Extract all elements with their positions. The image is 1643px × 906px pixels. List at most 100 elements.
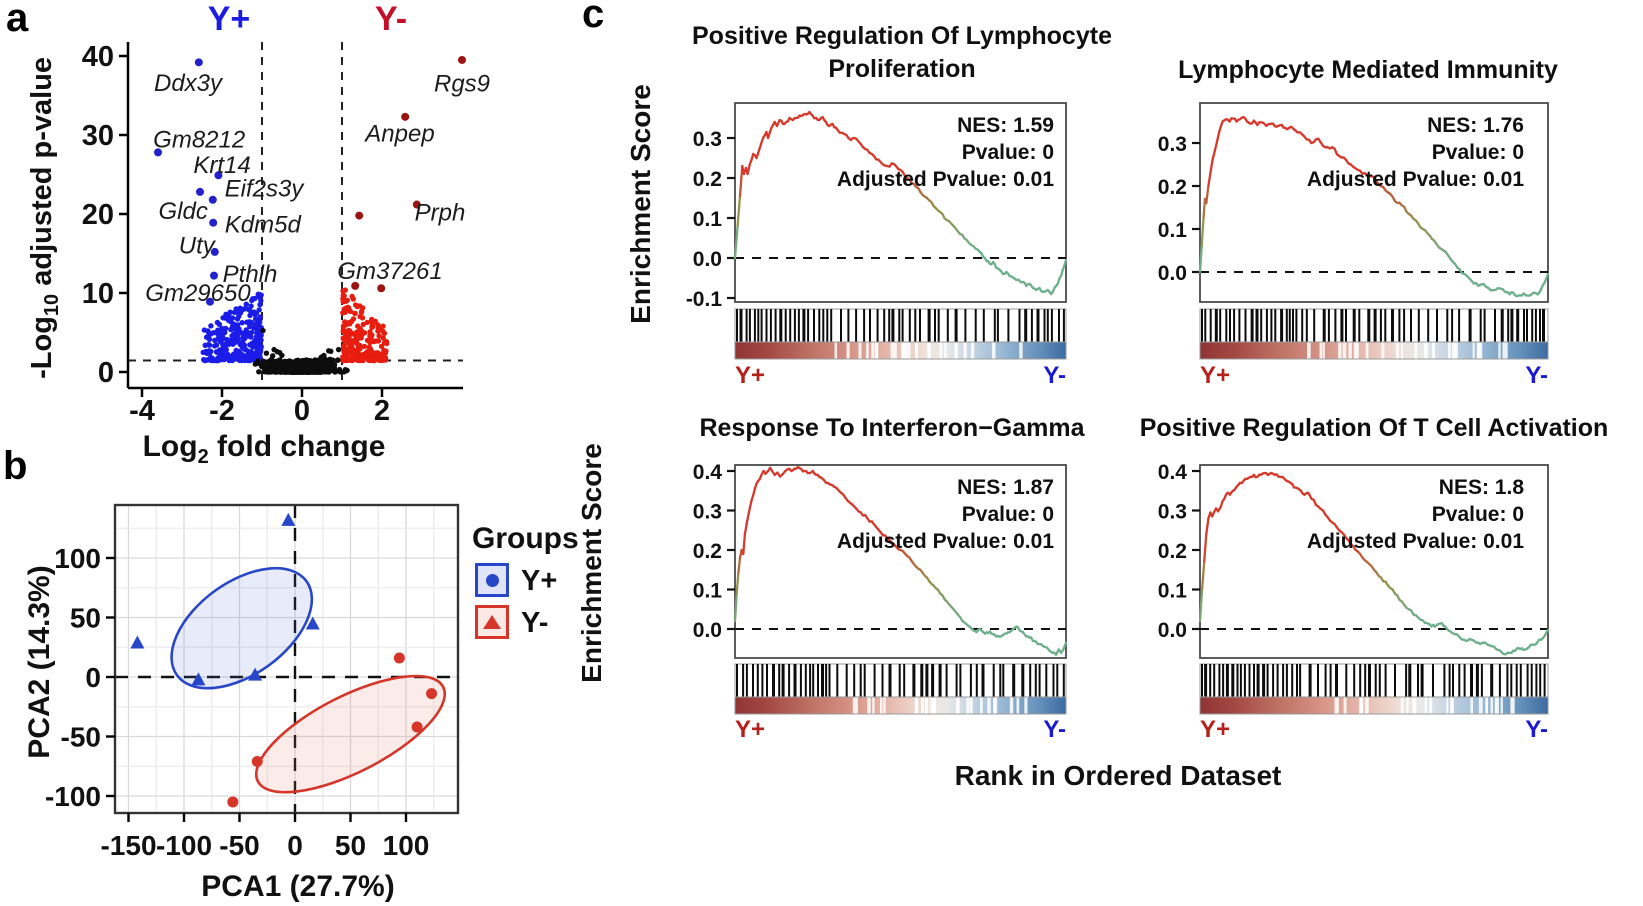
gsea-y-tick: 0.3 [1158, 133, 1187, 156]
labeled-gene-point [194, 58, 203, 67]
pvalue: Pvalue: 0 [961, 503, 1054, 526]
gsea-y-tick: 0.0 [1158, 619, 1187, 642]
labeled-gene-point [154, 148, 162, 157]
labeled-gene-point [209, 218, 218, 227]
pca-y-tick: -50 [61, 722, 101, 753]
pca-legend-title: Groups [472, 522, 579, 555]
volcano-y-label-sub: 10 [40, 293, 63, 317]
pca-x-axis-label: PCA1 (27.7%) [201, 870, 395, 903]
gsea-y-tick: -0.1 [686, 288, 723, 311]
pca-legend-swatch-y-plus [475, 563, 509, 597]
gsea-plot-3: 0.40.30.20.10.0 [693, 461, 1068, 715]
gene-label: Gm8212 [153, 127, 245, 154]
volcano-x-label-post: fold change [208, 430, 386, 463]
labeled-gene-point [458, 55, 466, 64]
pca-x-tick: 50 [335, 830, 366, 861]
gene-label: Anpep [363, 120, 434, 147]
pca-legend-label-y-minus: Y- [521, 607, 549, 639]
labeled-gene-point [208, 195, 217, 204]
gsea-stats-3: NES: 1.87 Pvalue: 0 Adjusted Pvalue: 0.0… [754, 474, 1054, 555]
gsea-title-1-line2: Proliferation [828, 55, 976, 83]
gsea1-right-label: Y- [1043, 362, 1066, 389]
pca-y-tick: 100 [54, 543, 101, 574]
gsea-y-tick: 0.0 [693, 248, 722, 271]
rank-metric-gradient [735, 342, 1066, 359]
rank-metric-gradient [1200, 697, 1548, 714]
pca-legend-label-y-plus: Y+ [521, 565, 558, 597]
volcano-y-tick: 10 [82, 278, 114, 310]
volcano-title-y-minus: Y- [374, 0, 408, 38]
volcano-x-axis-label: Log2 fold change [114, 430, 414, 469]
gsea-plot-2: 0.30.20.10.0 [1158, 102, 1550, 360]
gsea-barcode [734, 663, 1067, 715]
gsea-plot-4: 0.40.30.20.10.0 [1158, 461, 1550, 715]
volcano-x-tick: 2 [374, 395, 390, 427]
panel-a-letter: a [6, 0, 29, 40]
pca-points-Y- [227, 652, 438, 808]
nes-value: NES: 1.76 [1427, 114, 1524, 137]
volcano-x-label-sub: 2 [197, 446, 209, 468]
labeled-gene-point [412, 200, 421, 209]
labeled-gene-point [210, 247, 219, 256]
enrichment-curve [1198, 471, 1550, 656]
gsea-barcode [1199, 663, 1549, 715]
gene-label: Gldc [159, 198, 208, 225]
nes-value: NES: 1.8 [1438, 476, 1524, 499]
gsea-title-1-line1: Positive Regulation Of Lymphocyte [692, 22, 1112, 50]
pvalue: Pvalue: 0 [1431, 503, 1524, 526]
gsea-barcode [1199, 308, 1549, 360]
labeled-gene-point [196, 187, 204, 196]
gsea-stats-1: NES: 1.59 Pvalue: 0 Adjusted Pvalue: 0.0… [754, 112, 1054, 193]
labeled-gene-point [351, 281, 360, 290]
labeled-gene-point [206, 297, 214, 306]
gene-label: Pthlh [223, 261, 278, 288]
rank-metric-gradient [1200, 342, 1548, 359]
enrichment-curve [733, 110, 1068, 296]
gsea-plot-1: 0.30.20.10.0-0.1 [686, 102, 1068, 360]
gsea-y-tick: 0.2 [1158, 540, 1187, 563]
gene-label: Krt14 [193, 152, 250, 179]
gsea-y-tick: 0.1 [693, 580, 723, 603]
gsea-y-tick: 0.3 [693, 501, 722, 524]
gsea-title-1: Positive Regulation Of Lymphocyte Prolif… [652, 20, 1152, 86]
gsea3-left-label: Y+ [735, 716, 766, 743]
enrichment-curve [1198, 116, 1550, 298]
enrichment-score-label-top: Enrichment Score [625, 84, 656, 324]
pca-x-tick: 0 [287, 830, 303, 861]
labeled-gene-point [401, 112, 410, 121]
gsea-barcode [734, 308, 1067, 360]
volcano-x-tick: -4 [129, 395, 155, 427]
volcano-x-label-pre: Log [142, 430, 198, 463]
pca-y-tick: 50 [70, 603, 101, 634]
gsea-stats-4: NES: 1.8 Pvalue: 0 Adjusted Pvalue: 0.01 [1224, 474, 1524, 555]
gene-label: Rgs9 [434, 71, 490, 98]
gsea3-right-label: Y- [1043, 716, 1066, 743]
gsea-stats-2: NES: 1.76 Pvalue: 0 Adjusted Pvalue: 0.0… [1224, 112, 1524, 193]
volcano-x-tick: 0 [294, 395, 310, 427]
gsea2-right-label: Y- [1525, 362, 1548, 389]
volcano-points-black [252, 327, 350, 375]
gsea-y-tick: 0.1 [1158, 580, 1188, 603]
enrichment-curve [733, 465, 1068, 656]
volcano-x-tick: -2 [209, 395, 235, 427]
gsea-title-4: Positive Regulation Of T Cell Activation [1139, 414, 1609, 442]
volcano-y-tick: 20 [82, 199, 114, 231]
labeled-gene-point [377, 284, 386, 293]
gsea-y-tick: 0.4 [1158, 461, 1188, 484]
triangle-marker-icon [483, 615, 501, 629]
gsea-title-3: Response To Interferon−Gamma [699, 414, 1085, 442]
rank-axis-label: Rank in Ordered Dataset [954, 760, 1282, 791]
adjusted-pvalue: Adjusted Pvalue: 0.01 [836, 530, 1054, 553]
gsea-title-2: Lymphocyte Mediated Immunity [1178, 56, 1558, 84]
gene-label: Eif2s3y [225, 176, 306, 203]
pca-ellipse-Y+ [170, 566, 314, 690]
pca-y-tick: 0 [85, 662, 101, 693]
pca-x-tick: -50 [219, 830, 259, 861]
gsea1-left-label: Y+ [735, 362, 766, 389]
volcano-y-tick: 0 [98, 357, 114, 389]
pca-ellipse-Y- [254, 674, 447, 794]
